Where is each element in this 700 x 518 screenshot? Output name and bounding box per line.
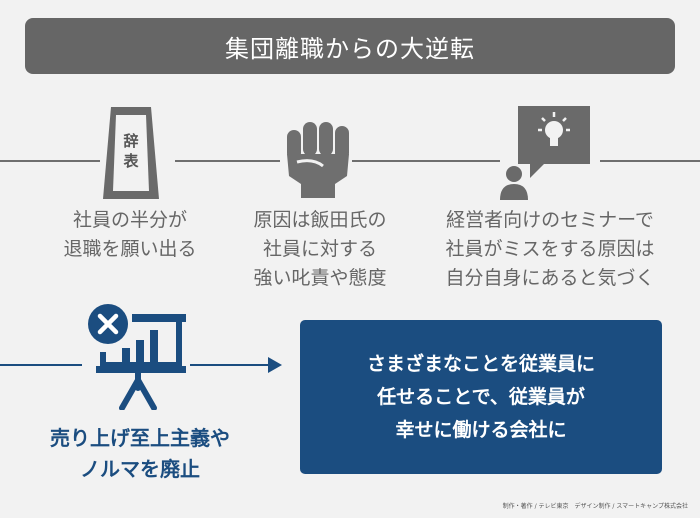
caption-line: 社員に対する: [262, 238, 377, 260]
letter-char: 辞: [123, 132, 139, 150]
credit-text: 制作・著作 / テレビ東京 デザイン制作 / スマートキャンプ株式会社: [502, 503, 688, 510]
connector-line: [600, 160, 700, 162]
caption-line: 原因は飯田氏の: [253, 209, 387, 231]
caption-line: 強い叱責や態度: [253, 267, 387, 289]
connector-line: [0, 364, 82, 366]
caption-line: 自分自身にあると気づく: [445, 267, 655, 289]
arrow-right-icon: [268, 357, 282, 373]
caption-line: 退職を願い出る: [63, 238, 197, 260]
connector-line: [0, 160, 100, 162]
caption-line: ノルマを廃止: [80, 457, 200, 481]
caption-line: 経営者向けのセミナーで: [446, 209, 654, 231]
step-caption: 原因は飯田氏の 社員に対する 強い叱責や態度: [230, 206, 410, 293]
connector-line: [190, 364, 272, 366]
caption-line: 社員の半分が: [72, 209, 187, 231]
step-caption: 経営者向けのセミナーで 社員がミスをする原因は 自分自身にあると気づく: [425, 206, 675, 293]
connector-line: [175, 160, 280, 162]
result-line: さまざまなことを従業員に: [366, 352, 595, 375]
raised-fist-icon: [283, 118, 355, 200]
resignation-letter-icon: 辞 表: [103, 107, 159, 199]
result-line: 任せることで、従業員が: [377, 385, 585, 408]
title-bar: 集団離職からの大逆転: [25, 18, 675, 74]
sales-chart-x-icon: [86, 300, 190, 411]
abolish-caption: 売り上げ至上主義や ノルマを廃止: [30, 423, 250, 485]
connector-line: [352, 160, 500, 162]
caption-line: 売り上げ至上主義や: [50, 426, 230, 450]
letter-char: 表: [123, 152, 139, 170]
page-title: 集団離職からの大逆転: [225, 34, 475, 63]
step-caption: 社員の半分が 退職を願い出る: [40, 206, 220, 264]
result-line: 幸せに働ける会社に: [395, 418, 567, 441]
seminar-lightbulb-icon: [500, 102, 595, 202]
caption-line: 社員がミスをする原因は: [445, 238, 655, 260]
result-box: さまざまなことを従業員に 任せることで、従業員が 幸せに働ける会社に: [300, 320, 662, 474]
